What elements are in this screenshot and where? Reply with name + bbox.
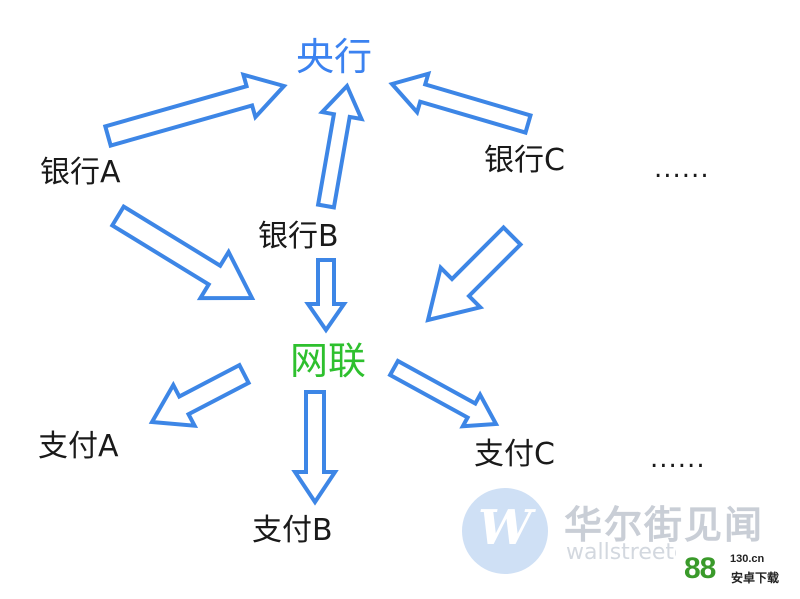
bank-b-label: 银行B (258, 219, 339, 254)
arrow-bank-c-to-central-bank (388, 70, 533, 136)
bank-a-label: 银行A (40, 155, 121, 190)
payment-b-label: 支付B (252, 513, 333, 548)
brand-number: 88 (684, 552, 716, 585)
brand-superscript: 130.cn (730, 553, 765, 565)
arrow-bank-b-to-clearing-hub (304, 258, 348, 334)
more-banks-ellipsis: ...... (654, 154, 710, 184)
payment-c-label: 支付C (474, 437, 555, 472)
wallstreetcn-logo (462, 488, 548, 574)
brand-label: 安卓下载 (731, 571, 780, 585)
more-payments-ellipsis: ...... (650, 444, 706, 474)
arrow-bank-a-to-central-bank (102, 71, 288, 149)
watermark-name-en: wallstreetcn (566, 540, 676, 565)
wallstreetcn-logo-letter: W (478, 500, 532, 556)
arrow-bank-b-to-central-bank (315, 82, 365, 210)
arrow-clearing-hub-to-pay-c (387, 358, 500, 429)
arrow-bank-c-to-clearing-hub (425, 224, 524, 323)
payment-a-label: 支付A (38, 429, 119, 464)
clearing-hub-label: 网联 (290, 339, 367, 383)
arrow-clearing-hub-to-pay-a (148, 362, 252, 429)
watermark-name-cn: 华尔街见闻 (564, 503, 765, 547)
central-bank-label: 央行 (296, 35, 373, 79)
arrow-bank-a-to-clearing-hub (109, 203, 256, 301)
bank-c-label: 银行C (484, 143, 565, 178)
arrow-clearing-hub-to-pay-b (291, 390, 339, 506)
